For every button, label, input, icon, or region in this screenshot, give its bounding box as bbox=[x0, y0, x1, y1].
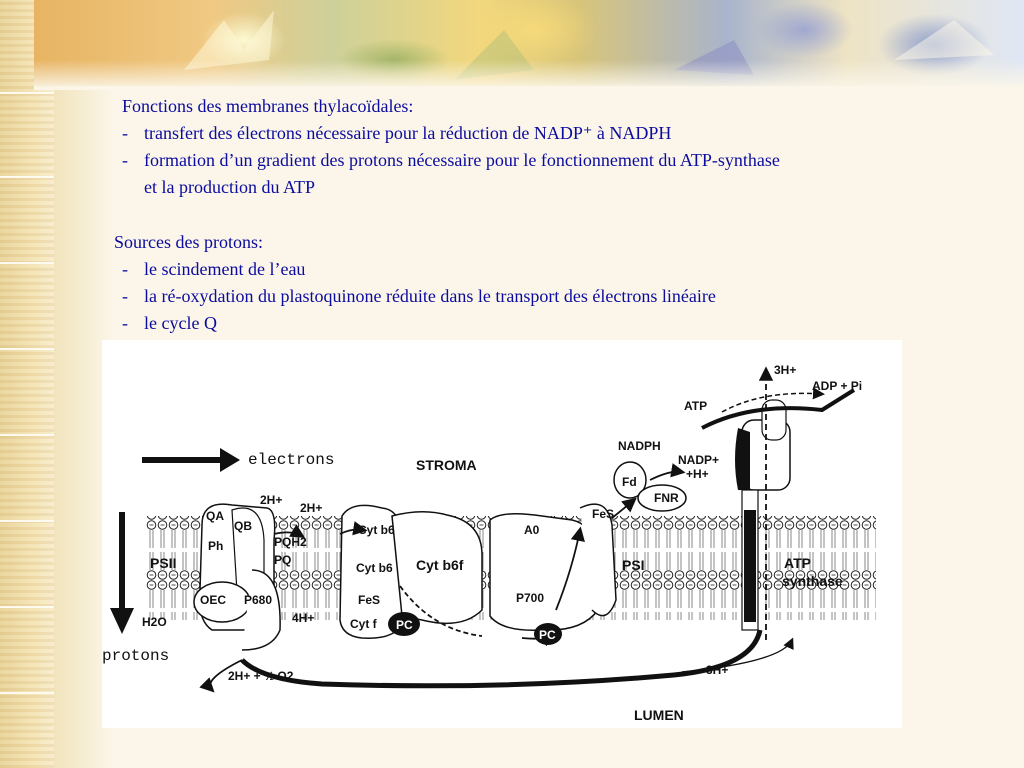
label-3h-top: 3H+ bbox=[774, 363, 796, 377]
label-protons: protons bbox=[102, 647, 169, 665]
cytochrome-b6f bbox=[339, 504, 483, 639]
electrons-arrow bbox=[142, 448, 240, 472]
bullet-dash: - bbox=[122, 259, 128, 279]
label-qa: QA bbox=[206, 509, 224, 523]
label-psii: PSII bbox=[150, 555, 176, 571]
section-functions: Fonctions des membranes thylacoïdales: -… bbox=[122, 93, 780, 201]
label-fes-psi: FeS bbox=[592, 507, 614, 521]
label-p680: P680 bbox=[244, 593, 272, 607]
label-qb: QB bbox=[234, 519, 252, 533]
photosystem-i bbox=[489, 461, 687, 631]
label-nadp: NADP+ bbox=[678, 453, 719, 467]
label-4h: 4H+ bbox=[292, 611, 314, 625]
label-h2o: H2O bbox=[142, 615, 167, 629]
label-cyt-b6-mid: Cyt b6 bbox=[356, 561, 393, 575]
label-pqh2: PQH2 bbox=[274, 535, 307, 549]
label-cyt-b6-top: Cyt b6 bbox=[358, 523, 395, 537]
label-electrons: electrons bbox=[248, 451, 334, 469]
section-protons: Sources des protons: - le scindement de … bbox=[114, 229, 716, 337]
protons-heading: Sources des protons: bbox=[114, 232, 263, 252]
label-cyt-b6f: Cyt b6f bbox=[416, 557, 464, 573]
banner-fade bbox=[34, 60, 1024, 90]
parchment-strip bbox=[0, 0, 54, 768]
label-fd: Fd bbox=[622, 475, 637, 489]
label-pc-1: PC bbox=[396, 618, 413, 632]
label-2h-top-1: 2H+ bbox=[260, 493, 282, 507]
plastocyanin bbox=[388, 612, 562, 645]
list-item: - la ré-oxydation du plastoquinone rédui… bbox=[100, 283, 716, 310]
list-item: - formation d’un gradient des protons né… bbox=[100, 147, 780, 174]
label-atp-synthase-1: ATP bbox=[784, 555, 811, 571]
bullet-text: le cycle Q bbox=[144, 313, 217, 333]
bullet-text: le scindement de l’eau bbox=[144, 259, 306, 279]
label-lumen: LUMEN bbox=[634, 707, 684, 723]
bullet-text: transfert des électrons nécessaire pour … bbox=[144, 123, 672, 143]
label-cyt-f: Cyt f bbox=[350, 617, 378, 631]
label-a0: A0 bbox=[524, 523, 540, 537]
label-stroma: STROMA bbox=[416, 457, 477, 473]
label-oec: OEC bbox=[200, 593, 226, 607]
bullet-dash: - bbox=[122, 150, 128, 170]
label-atp-synthase-2: synthase bbox=[782, 573, 843, 589]
list-item: - le scindement de l’eau bbox=[100, 256, 716, 283]
bullet-dash: - bbox=[122, 286, 128, 306]
label-fes-cyt: FeS bbox=[358, 593, 380, 607]
list-item: - le cycle Q bbox=[100, 310, 716, 337]
label-2h-top-2: 2H+ bbox=[300, 501, 322, 515]
list-item: - transfert des électrons nécessaire pou… bbox=[100, 120, 780, 147]
label-water-products: 2H+ + ½ O2 bbox=[228, 669, 294, 683]
diagram-svg: electrons protons STROMA LUMEN PSII PSI … bbox=[102, 363, 876, 723]
label-pc-2: PC bbox=[539, 628, 556, 642]
label-ph: Ph bbox=[208, 539, 223, 553]
protons-arrow bbox=[110, 512, 134, 634]
bullet-dash: - bbox=[122, 123, 128, 143]
bullet-text: la ré-oxydation du plastoquinone réduite… bbox=[144, 286, 716, 306]
photosystem-ii bbox=[193, 503, 281, 651]
label-p700: P700 bbox=[516, 591, 544, 605]
label-fnr: FNR bbox=[654, 491, 679, 505]
label-3h-bottom: 3H+ bbox=[706, 663, 728, 677]
label-atp: ATP bbox=[684, 399, 707, 413]
functions-heading: Fonctions des membranes thylacoïdales: bbox=[122, 96, 414, 116]
label-psi: PSI bbox=[622, 557, 645, 573]
label-nadph: NADPH bbox=[618, 439, 661, 453]
bullet-continuation: et la production du ATP bbox=[144, 177, 315, 197]
label-plus-h: +H+ bbox=[686, 467, 709, 481]
label-pq: PQ bbox=[274, 553, 291, 567]
label-adp-pi: ADP + Pi bbox=[812, 379, 862, 393]
bullet-dash: - bbox=[122, 313, 128, 333]
thylakoid-diagram: electrons protons STROMA LUMEN PSII PSI … bbox=[102, 340, 902, 728]
bullet-text: formation d’un gradient des protons néce… bbox=[144, 150, 780, 170]
